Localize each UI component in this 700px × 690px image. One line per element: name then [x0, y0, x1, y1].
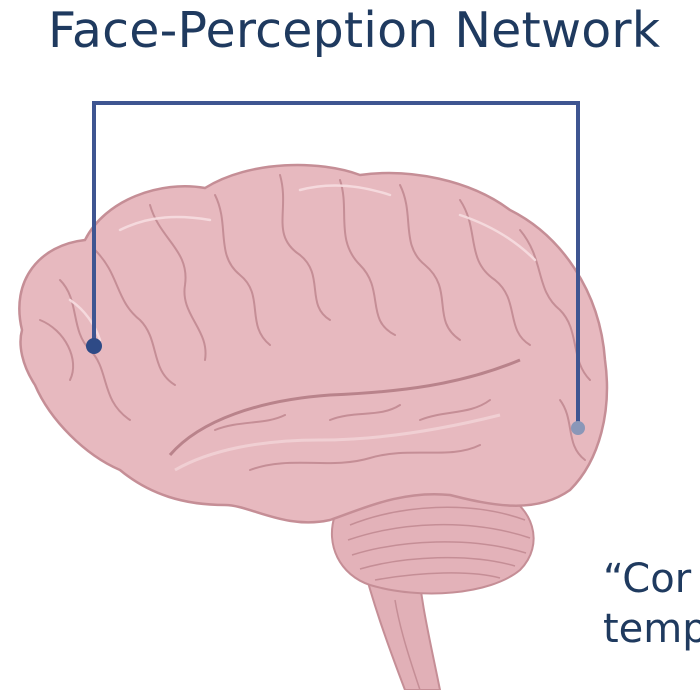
quote-fragment-line1: “Cor: [603, 556, 691, 602]
quote-fragment-line2: temp: [603, 606, 700, 652]
occipital-region-marker: [571, 421, 585, 435]
cerebrum: [19, 165, 607, 522]
frontal-region-marker: [86, 338, 102, 354]
